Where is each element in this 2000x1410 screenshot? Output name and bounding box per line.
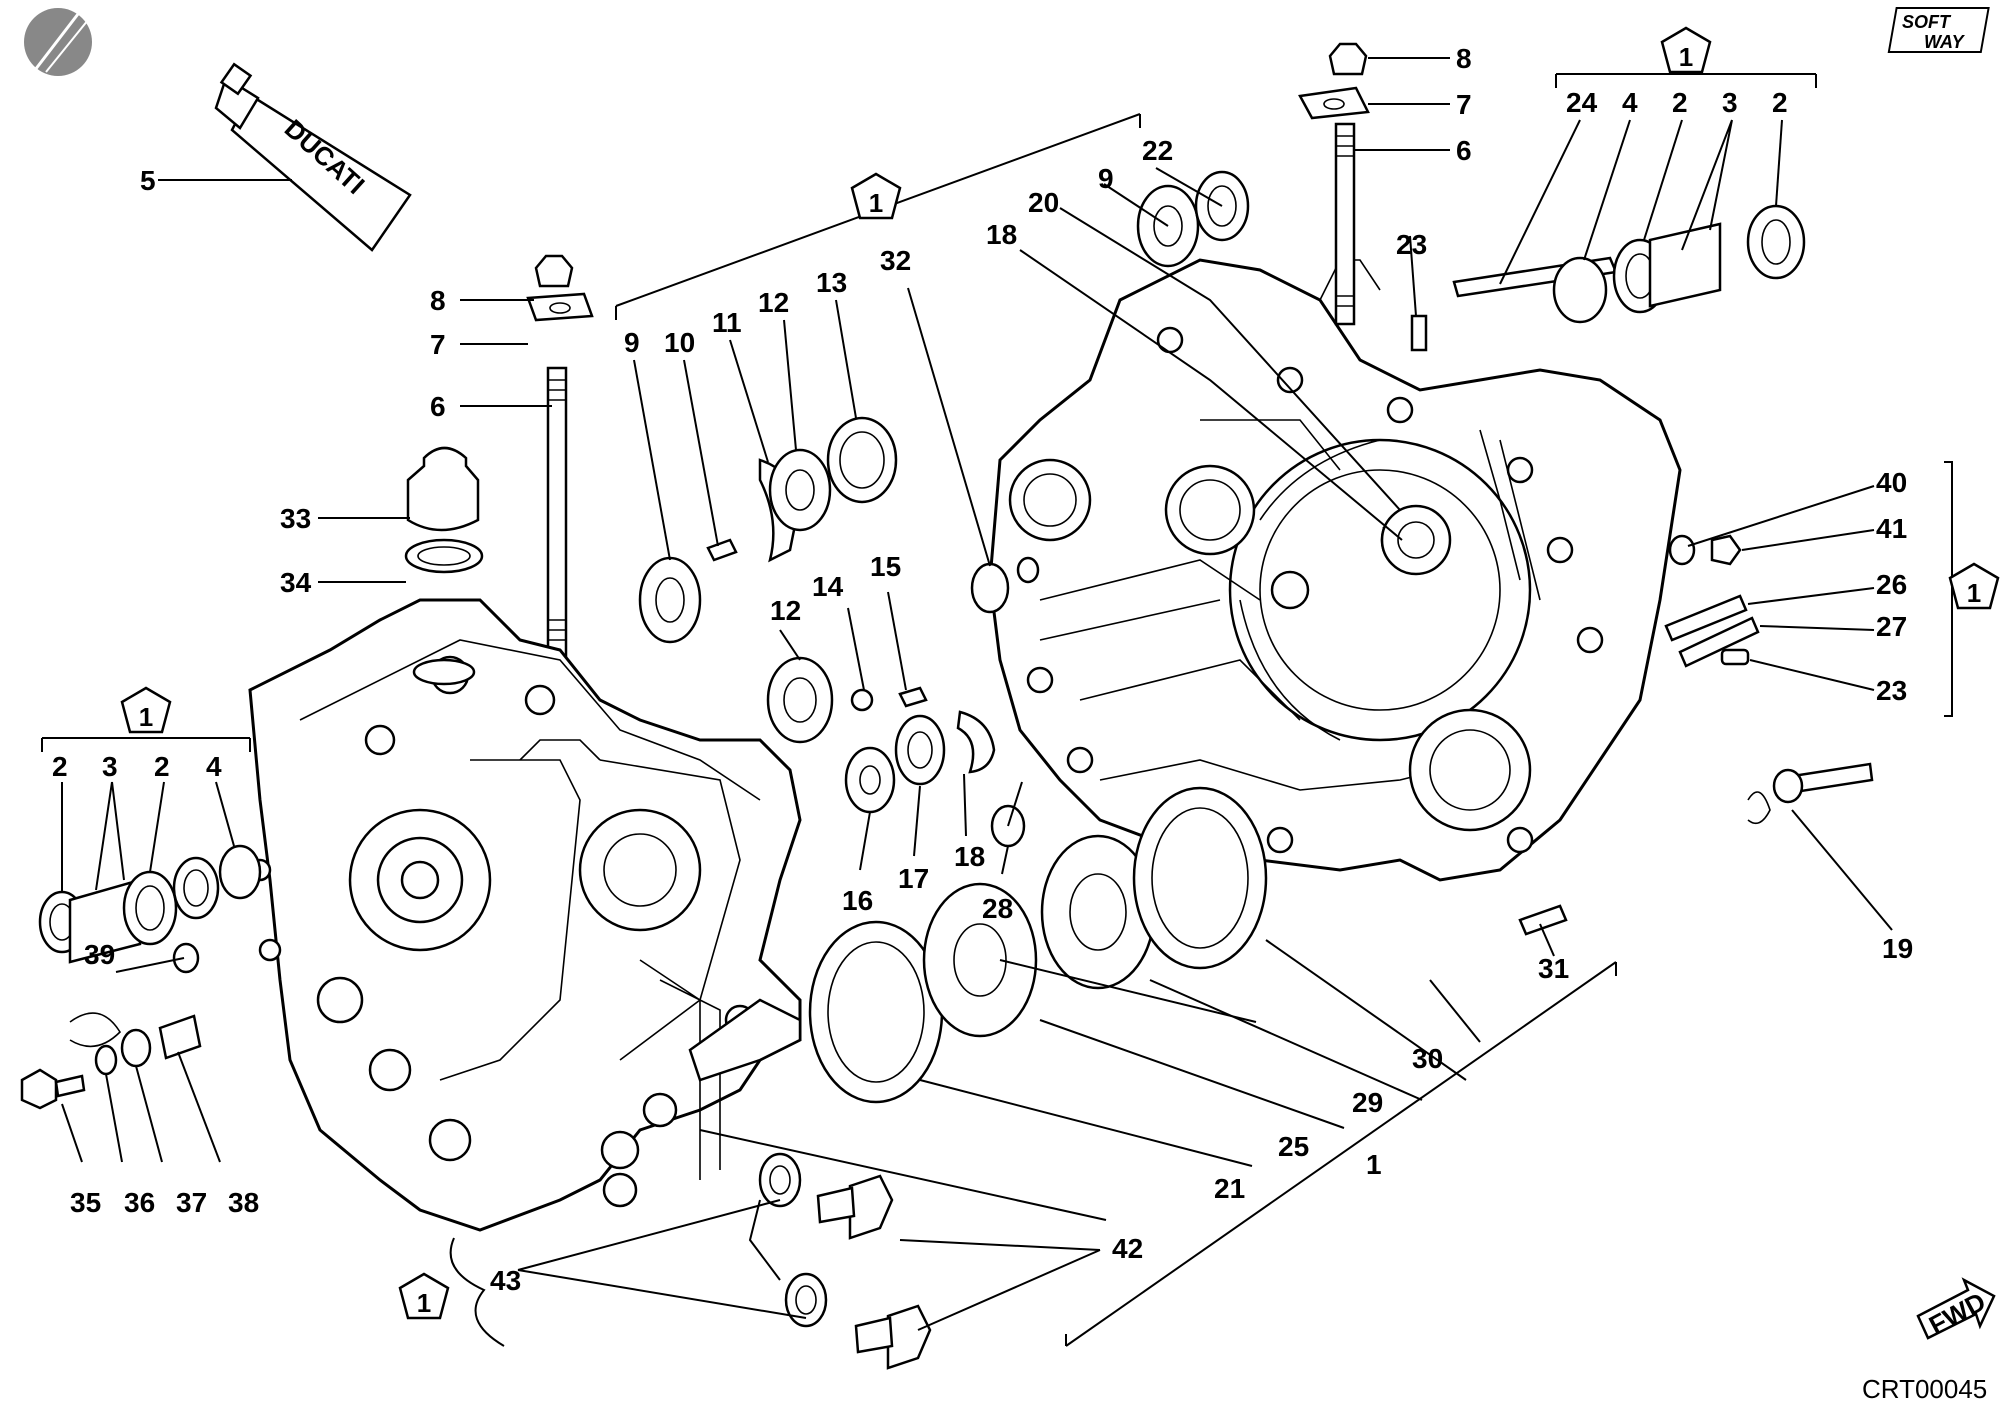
callout-35: 35: [70, 1187, 101, 1218]
callout-4: 4: [206, 751, 222, 782]
callout-9: 9: [1098, 163, 1114, 194]
callout-21: 21: [1214, 1173, 1245, 1204]
bushing-and-ring: [404, 446, 484, 574]
callout-33: 33: [280, 503, 311, 534]
callout-numbers: 5 8 7 6 33 34 8 7 6 9 10 11 12 13 32 12 …: [52, 43, 1913, 1296]
callout-25: 25: [1278, 1131, 1309, 1162]
callout-2: 2: [52, 751, 68, 782]
callout-17: 17: [898, 863, 929, 894]
group-symbol-icon: 1: [120, 686, 172, 734]
left-stud-assembly: [526, 254, 594, 690]
forward-arrow-icon: FWD: [1916, 1277, 1996, 1340]
callout-2: 2: [1772, 87, 1788, 118]
left-crankcase-half: [248, 598, 802, 1232]
callout-15: 15: [870, 551, 901, 582]
callout-5: 5: [140, 165, 156, 196]
callout-12: 12: [758, 287, 789, 318]
group-symbol-label: 1: [417, 1288, 431, 1318]
callout-4: 4: [1622, 87, 1638, 118]
callout-27: 27: [1876, 611, 1907, 642]
callout-18: 18: [986, 219, 1017, 250]
right-stud-assembly: [1298, 42, 1370, 326]
group-symbols: 1 1 1 1 1: [120, 26, 2000, 1320]
callout-13: 13: [816, 267, 847, 298]
group-symbol-label: 1: [139, 702, 153, 732]
callout-12: 12: [770, 595, 801, 626]
callout-43: 43: [490, 1265, 521, 1296]
diagram-code: CRT00045: [1862, 1374, 1987, 1404]
group-symbol-label: 1: [1679, 42, 1693, 72]
callout-2: 2: [154, 751, 170, 782]
callout-37: 37: [176, 1187, 207, 1218]
callout-41: 41: [1876, 513, 1907, 544]
group-symbol-icon: 1: [850, 172, 902, 220]
callout-8: 8: [430, 285, 446, 316]
callout-22: 22: [1142, 135, 1173, 166]
callout-1: 1: [1366, 1149, 1382, 1180]
group-symbol-icon: 1: [1660, 26, 1712, 74]
right-crankcase-half: [988, 258, 1682, 882]
callout-6: 6: [430, 391, 446, 422]
sealant-tube: DUCATI: [214, 62, 412, 252]
callout-38: 38: [228, 1187, 259, 1218]
callout-14: 14: [812, 571, 844, 602]
callout-42: 42: [1112, 1233, 1143, 1264]
callout-34: 34: [280, 567, 312, 598]
callout-39: 39: [84, 939, 115, 970]
callout-16: 16: [842, 885, 873, 916]
right-side-fasteners: [1518, 534, 1874, 936]
callout-7: 7: [430, 329, 446, 360]
callout-3: 3: [102, 751, 118, 782]
top-right-bearings: [1136, 170, 1806, 576]
callout-10: 10: [664, 327, 695, 358]
callout-30: 30: [1412, 1043, 1443, 1074]
callout-8: 8: [1456, 43, 1472, 74]
group-symbol-label: 1: [1967, 578, 1981, 608]
callout-2: 2: [1672, 87, 1688, 118]
callout-20: 20: [1028, 187, 1059, 218]
left-side-bearings: [38, 844, 262, 964]
bottom-bearings: [758, 786, 1268, 1370]
corner-emblem-icon: [24, 8, 92, 76]
callout-18: 18: [954, 841, 985, 872]
callout-28: 28: [982, 893, 1013, 924]
callout-40: 40: [1876, 467, 1907, 498]
logo-line-2: WAY: [1924, 32, 1966, 52]
callout-23: 23: [1396, 229, 1427, 260]
softway-logo: SOFT WAY: [1887, 7, 1990, 53]
callout-31: 31: [1538, 953, 1569, 984]
callout-26: 26: [1876, 569, 1907, 600]
group-symbol-label: 1: [869, 188, 883, 218]
leader-lines: [61, 57, 1893, 1331]
callout-9: 9: [624, 327, 640, 358]
callout-23: 23: [1876, 675, 1907, 706]
group-symbol-icon: 1: [398, 1272, 450, 1320]
center-bearings: [638, 416, 1040, 848]
callout-19: 19: [1882, 933, 1913, 964]
callout-36: 36: [124, 1187, 155, 1218]
callout-32: 32: [880, 245, 911, 276]
group-symbol-icon: 1: [1948, 562, 2000, 610]
callout-11: 11: [712, 307, 742, 338]
callout-29: 29: [1352, 1087, 1383, 1118]
callout-7: 7: [1456, 89, 1472, 120]
bottom-left-fasteners: [20, 942, 202, 1110]
callout-3: 3: [1722, 87, 1738, 118]
callout-24: 24: [1566, 87, 1598, 118]
logo-line-1: SOFT: [1902, 12, 1952, 32]
callout-6: 6: [1456, 135, 1472, 166]
